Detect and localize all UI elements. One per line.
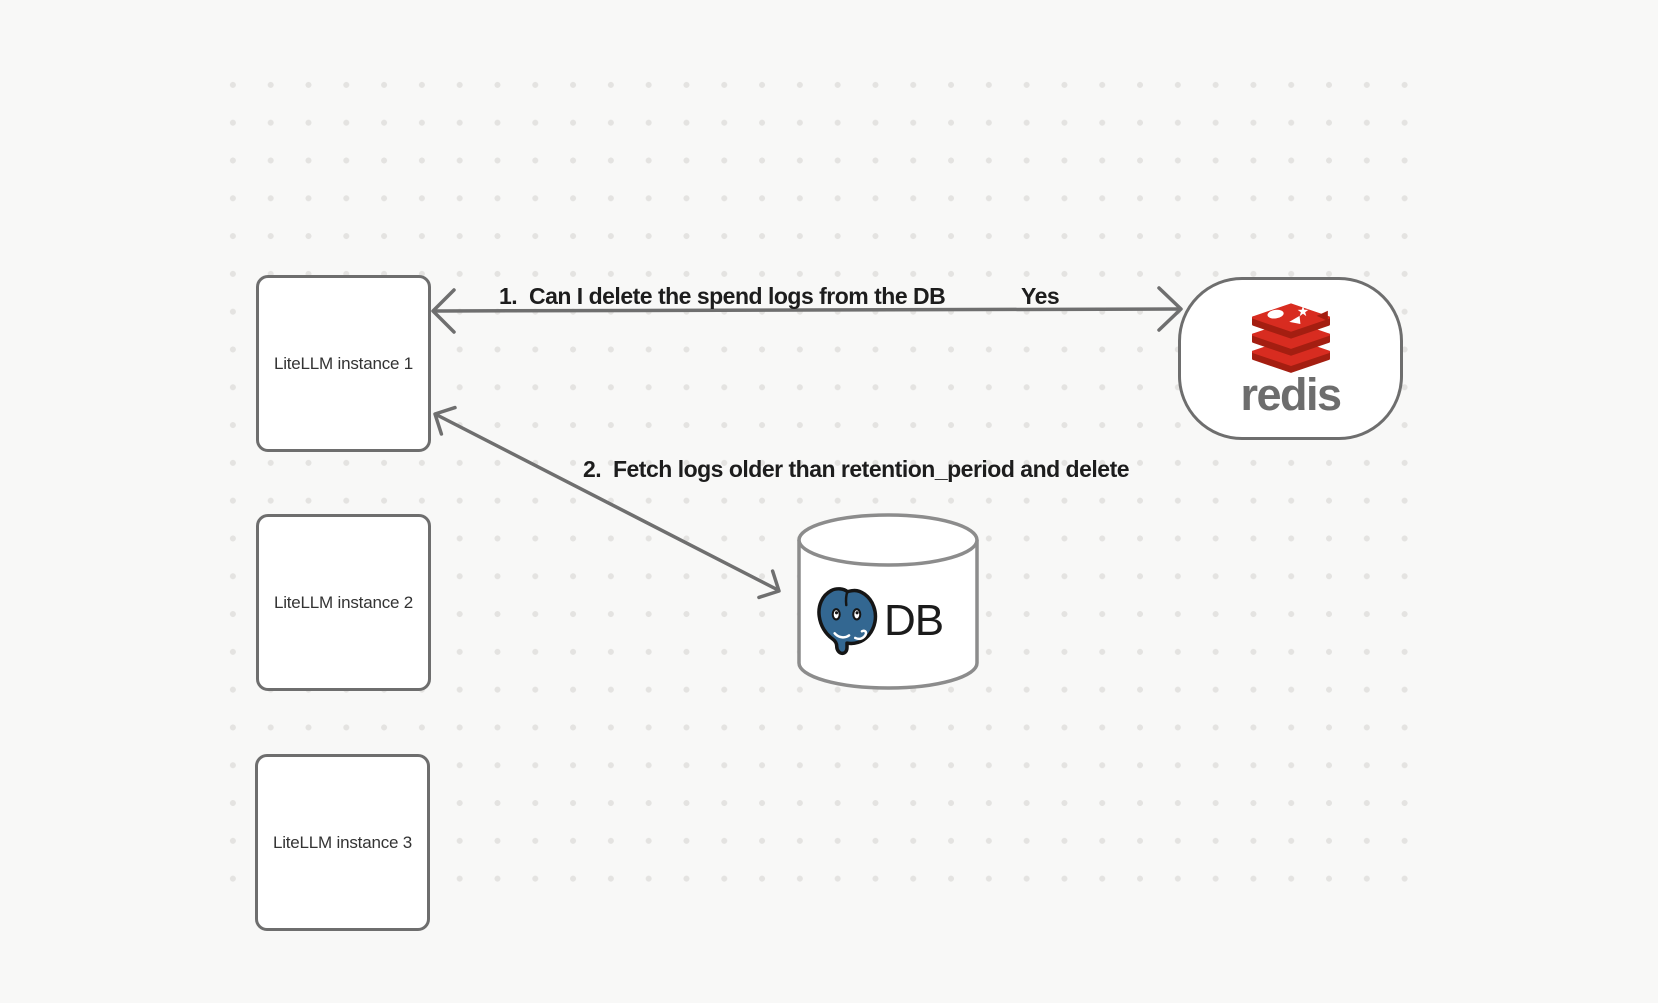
arrow-1-line bbox=[434, 307, 1181, 313]
redis-wordmark: redis bbox=[1240, 368, 1342, 420]
arrow-2-label: 2. Fetch logs older than retention_perio… bbox=[583, 456, 1130, 482]
node-litellm-instance-1: LiteLLM instance 1 bbox=[256, 275, 431, 452]
arrow-2-line bbox=[435, 413, 780, 592]
arrow-1-reply-label: Yes bbox=[1021, 283, 1060, 309]
arrow-1-head-left bbox=[431, 288, 456, 334]
node-litellm-instance-2-label: LiteLLM instance 2 bbox=[273, 592, 414, 612]
arrow-1-head-right bbox=[1157, 286, 1183, 332]
node-litellm-instance-1-label: LiteLLM instance 1 bbox=[273, 353, 414, 373]
redis-stack-icon bbox=[1251, 302, 1330, 373]
arrow-2-head-bottom bbox=[757, 569, 781, 600]
arrow-2-head-top bbox=[433, 405, 457, 436]
node-litellm-instance-3-label: LiteLLM instance 3 bbox=[272, 832, 413, 852]
postgresql-elephant-icon bbox=[817, 587, 878, 656]
arrow-1-label: 1. Can I delete the spend logs from the … bbox=[499, 283, 946, 309]
node-redis: redis bbox=[1178, 277, 1403, 440]
node-litellm-instance-2: LiteLLM instance 2 bbox=[256, 514, 431, 691]
db-node-label: DB bbox=[884, 596, 944, 645]
node-litellm-instance-3: LiteLLM instance 3 bbox=[255, 754, 430, 931]
